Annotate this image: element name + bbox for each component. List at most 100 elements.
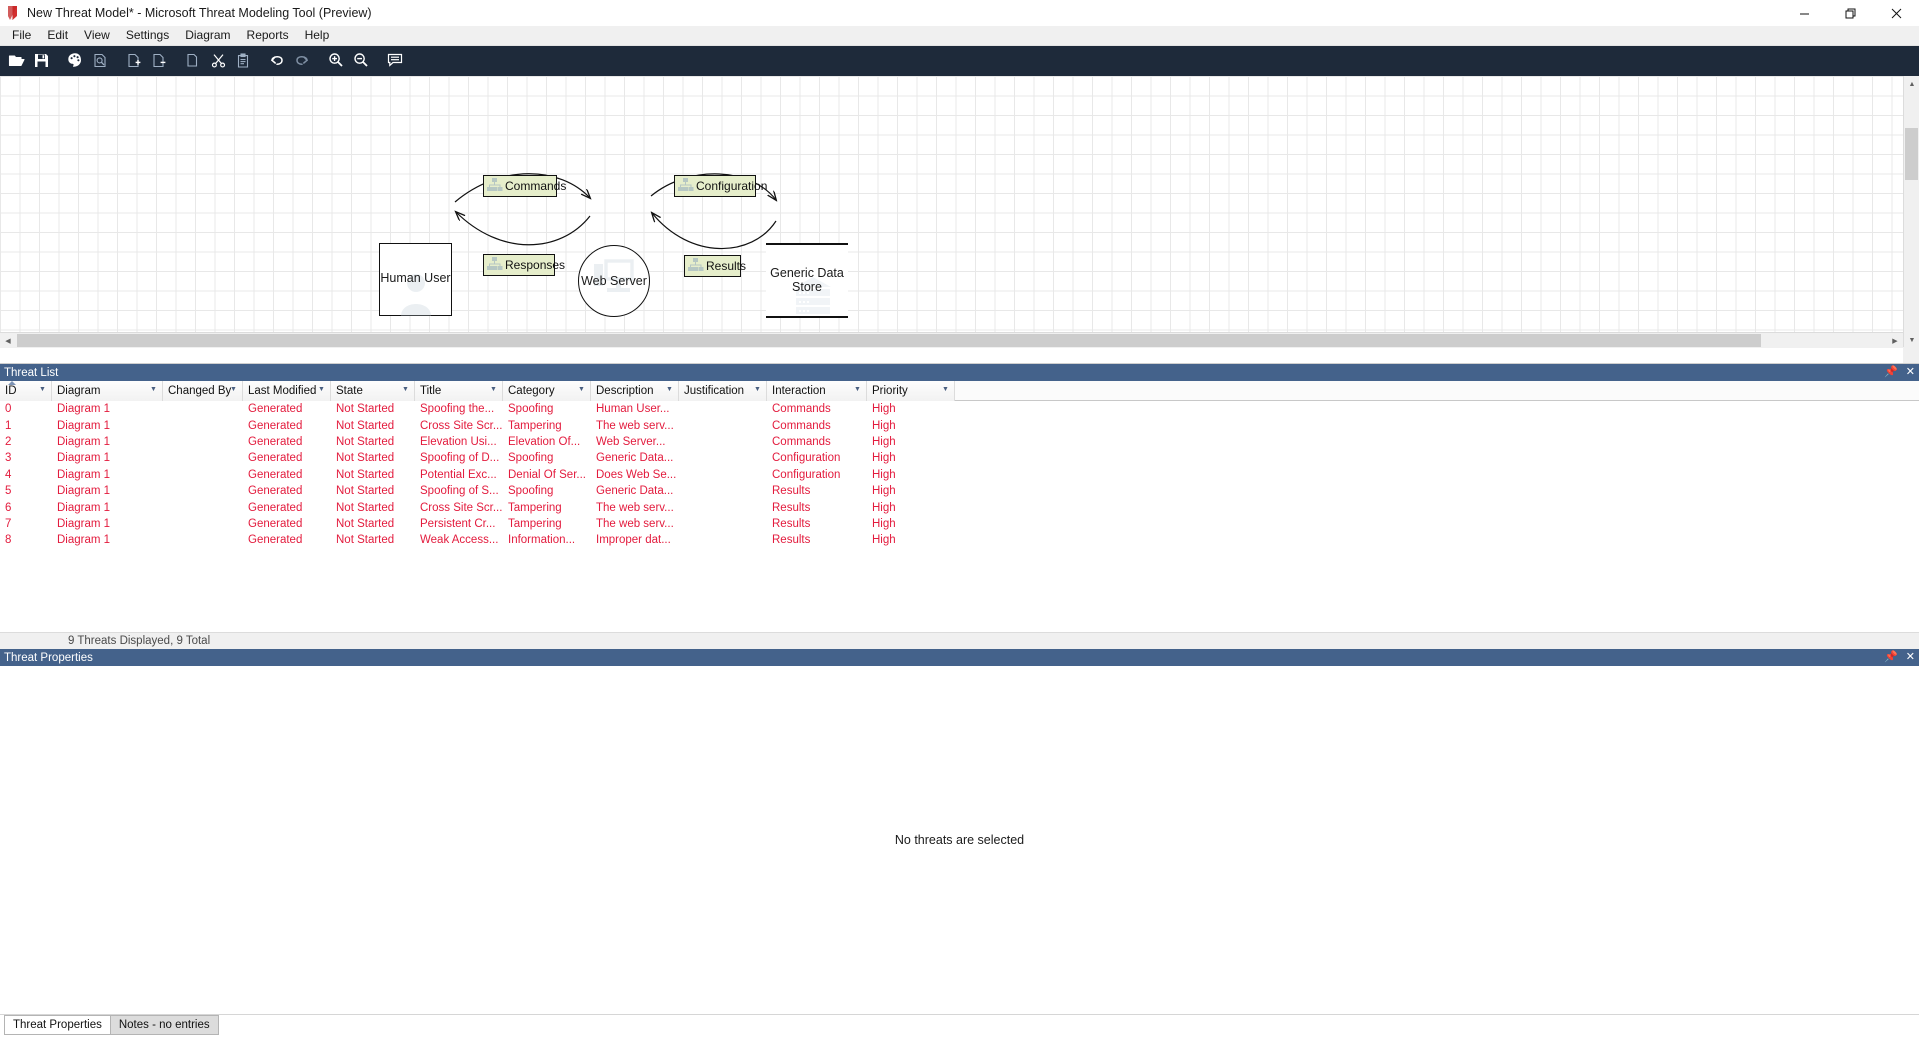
menu-help[interactable]: Help: [304, 28, 330, 42]
database-icon: [792, 276, 834, 321]
table-row[interactable]: 5 Diagram 1 Generated Not Started Spoofi…: [0, 483, 1919, 499]
table-row[interactable]: 4 Diagram 1 Generated Not Started Potent…: [0, 467, 1919, 483]
flow-label-results[interactable]: Results: [684, 255, 746, 277]
cell-description: Generic Data...: [596, 452, 674, 465]
column-header-interaction[interactable]: Interaction ▼: [767, 381, 867, 401]
undo-icon[interactable]: [265, 48, 289, 72]
table-row[interactable]: 8 Diagram 1 Generated Not Started Weak A…: [0, 532, 1919, 548]
cell-title: Spoofing of S...: [420, 485, 499, 498]
column-header-state[interactable]: State ▼: [331, 381, 415, 401]
menu-settings[interactable]: Settings: [125, 28, 170, 42]
menu-view[interactable]: View: [84, 28, 110, 42]
comment-icon[interactable]: [383, 48, 407, 72]
cell-last-modified: Generated: [248, 468, 303, 481]
cell-diagram: Diagram 1: [57, 403, 111, 416]
palette-icon[interactable]: [63, 48, 87, 72]
filter-icon[interactable]: ▼: [39, 386, 46, 393]
filter-icon[interactable]: ▼: [230, 386, 237, 393]
column-header-last-modified[interactable]: Last Modified ▼: [243, 381, 331, 401]
scroll-up-icon[interactable]: ▲: [1908, 80, 1916, 88]
zoom-in-icon[interactable]: [324, 48, 348, 72]
cell-category: Information...: [508, 534, 576, 547]
filter-icon[interactable]: ▼: [150, 386, 157, 393]
pin-icon[interactable]: 📌: [1884, 651, 1898, 663]
scroll-left-icon[interactable]: ◀: [5, 338, 11, 345]
server-monitor-icon: [592, 259, 636, 306]
data-store-generic[interactable]: [766, 243, 848, 318]
process-web-server[interactable]: [578, 245, 650, 317]
tab-threat-properties[interactable]: Threat Properties: [4, 1015, 111, 1035]
menu-file[interactable]: File: [12, 28, 32, 42]
column-header-justification[interactable]: Justification ▼: [679, 381, 767, 401]
column-header-category[interactable]: Category ▼: [503, 381, 591, 401]
add-page-icon[interactable]: [122, 48, 146, 72]
table-row[interactable]: 0 Diagram 1 Generated Not Started Spoofi…: [0, 401, 1919, 417]
zoom-out-icon[interactable]: [349, 48, 373, 72]
external-entity-human-user[interactable]: [379, 243, 452, 316]
column-header-changed-by[interactable]: Changed By ▼: [163, 381, 243, 401]
flow-label-commands[interactable]: Commands: [483, 175, 566, 197]
column-label: Last Modified: [248, 385, 317, 397]
cell-priority: High: [872, 534, 896, 547]
maximize-button[interactable]: [1827, 0, 1873, 26]
menu-diagram[interactable]: Diagram: [185, 28, 231, 42]
column-header-diagram[interactable]: Diagram ▼: [52, 381, 163, 401]
tab-notes[interactable]: Notes - no entries: [109, 1015, 219, 1035]
close-icon[interactable]: ✕: [1905, 651, 1915, 663]
vscroll-thumb[interactable]: [1905, 128, 1918, 180]
filter-icon[interactable]: ▼: [754, 386, 761, 393]
cell-justification: [679, 434, 767, 450]
filter-icon[interactable]: ▼: [318, 386, 325, 393]
minimize-button[interactable]: [1781, 0, 1827, 26]
scroll-down-icon[interactable]: ▼: [1908, 336, 1916, 344]
remove-page-icon[interactable]: [147, 48, 171, 72]
table-row[interactable]: 1 Diagram 1 Generated Not Started Cross …: [0, 417, 1919, 433]
cell-interaction: Results: [772, 485, 811, 498]
canvas-vertical-scrollbar[interactable]: ▲ ▼: [1903, 76, 1919, 348]
threat-grid-body: 0 Diagram 1 Generated Not Started Spoofi…: [0, 401, 1919, 549]
cell-description: The web serv...: [596, 501, 674, 514]
cell-category: Tampering: [508, 419, 562, 432]
copy-icon[interactable]: [181, 48, 205, 72]
filter-icon[interactable]: ▼: [854, 386, 861, 393]
hscroll-thumb[interactable]: [17, 334, 1761, 347]
redo-icon[interactable]: [290, 48, 314, 72]
column-header-description[interactable]: Description ▼: [591, 381, 679, 401]
filter-icon[interactable]: ▼: [490, 386, 497, 393]
cut-icon[interactable]: [206, 48, 230, 72]
table-row[interactable]: 2 Diagram 1 Generated Not Started Elevat…: [0, 434, 1919, 450]
column-header-id[interactable]: ID ▼: [0, 381, 52, 401]
flow-label-text: Configuration: [696, 179, 768, 193]
filter-icon[interactable]: ▼: [578, 386, 585, 393]
cell-category: Spoofing: [508, 452, 554, 465]
title-bar: New Threat Model* - Microsoft Threat Mod…: [0, 0, 1919, 26]
column-label: Category: [508, 385, 555, 397]
filter-icon[interactable]: ▼: [666, 386, 673, 393]
menu-edit[interactable]: Edit: [47, 28, 69, 42]
cell-justification: [679, 450, 767, 466]
table-row[interactable]: 3 Diagram 1 Generated Not Started Spoofi…: [0, 450, 1919, 466]
preview-icon[interactable]: [88, 48, 112, 72]
filter-icon[interactable]: ▼: [942, 386, 949, 393]
open-icon[interactable]: [4, 48, 28, 72]
column-header-title[interactable]: Title ▼: [415, 381, 503, 401]
scroll-right-icon[interactable]: ▶: [1892, 338, 1898, 345]
save-icon[interactable]: [29, 48, 53, 72]
table-row[interactable]: 6 Diagram 1 Generated Not Started Cross …: [0, 499, 1919, 515]
canvas-horizontal-scrollbar[interactable]: ◀ ▶: [0, 332, 1903, 348]
menu-reports[interactable]: Reports: [246, 28, 289, 42]
pin-icon[interactable]: 📌: [1884, 366, 1898, 378]
close-icon[interactable]: ✕: [1905, 366, 1915, 378]
filter-icon[interactable]: ▼: [402, 386, 409, 393]
column-header-priority[interactable]: Priority ▼: [867, 381, 955, 401]
column-label: Description: [596, 385, 654, 397]
cell-diagram: Diagram 1: [57, 501, 111, 514]
cell-changed-by: [163, 516, 243, 532]
paste-icon[interactable]: [231, 48, 255, 72]
flow-label-configuration[interactable]: Configuration: [674, 175, 767, 197]
flow-label-responses[interactable]: Responses: [483, 254, 565, 276]
threat-properties-header: Threat Properties 📌 ✕: [0, 649, 1919, 666]
close-button[interactable]: [1873, 0, 1919, 26]
diagram-canvas[interactable]: Human User Web Server: [0, 76, 1903, 348]
table-row[interactable]: 7 Diagram 1 Generated Not Started Persis…: [0, 516, 1919, 532]
